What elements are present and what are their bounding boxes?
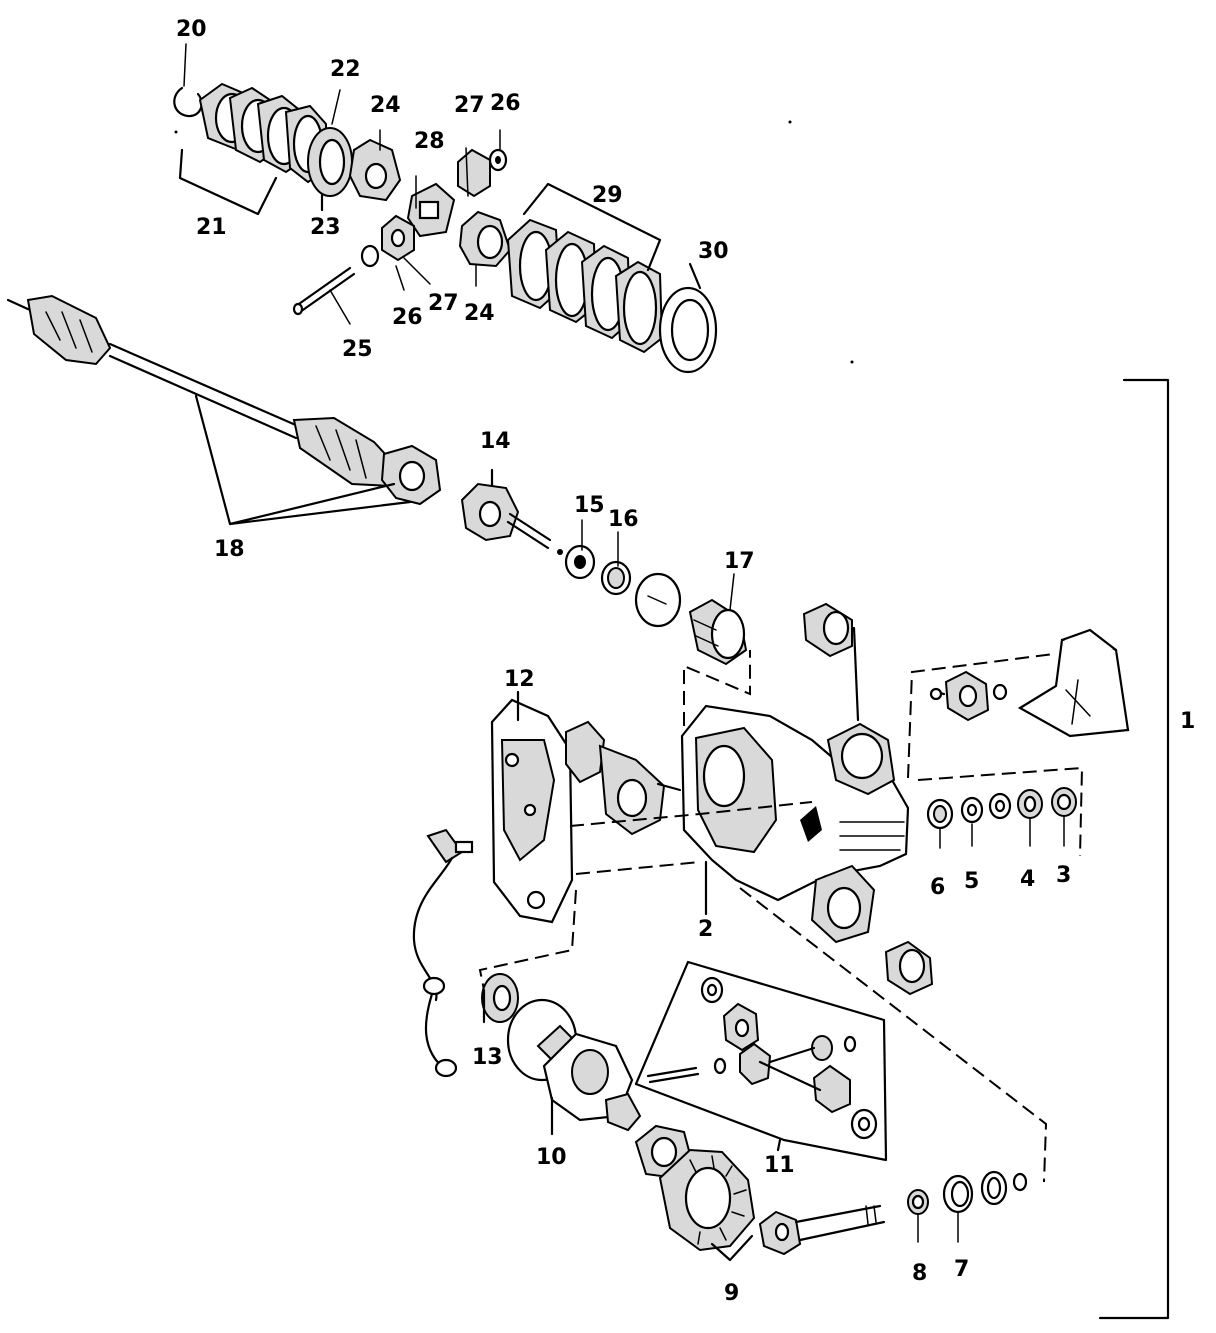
callout-11: 11 (764, 1153, 795, 1178)
callout-5: 5 (964, 869, 979, 894)
mounting-bracket (1017, 628, 1130, 738)
snap-ring-20 (173, 86, 203, 118)
differential-case-10 (506, 998, 642, 1136)
callout-29: 29 (592, 183, 623, 208)
shim-right (988, 792, 1012, 820)
housing-bearing-upper (802, 602, 860, 722)
side-flange-shaft (565, 720, 682, 836)
callout-15: 15 (574, 493, 605, 518)
bearing-race-4 (1017, 789, 1043, 819)
bearing-13 (481, 973, 519, 1024)
callout-7: 7 (954, 1257, 969, 1282)
callout-24-upper: 24 (370, 93, 401, 118)
washer-26-lower (360, 244, 380, 268)
callout-2: 2 (698, 917, 713, 942)
callout-17: 17 (724, 549, 755, 574)
cross-pin-25 (292, 266, 356, 316)
clutch-pack-group (173, 82, 718, 374)
callout-25: 25 (342, 337, 373, 362)
callout-18: 18 (214, 537, 245, 562)
callout-labels: 1 2 3 4 5 6 7 8 9 10 11 12 13 14 15 16 1… (176, 17, 1195, 1306)
bearing-8 (907, 1189, 929, 1215)
callout-12: 12 (504, 667, 535, 692)
callout-28: 28 (414, 129, 445, 154)
callout-22: 22 (330, 57, 361, 82)
callout-24-lower: 24 (464, 301, 495, 326)
callout-20: 20 (176, 17, 207, 42)
output-flange-14 (460, 468, 552, 550)
spider-block-28 (406, 182, 456, 238)
ring-and-pinion-9 (634, 1124, 886, 1262)
scan-specks (174, 120, 854, 364)
washer-26-upper (488, 148, 508, 172)
housing-bearing-lower (884, 940, 934, 996)
assembly-guide-lines (478, 650, 1084, 1183)
clutch-plates-29 (506, 218, 664, 354)
bearing-cup-7 (942, 1174, 974, 1214)
axle-shaft-18 (6, 294, 442, 526)
callout-16: 16 (608, 507, 639, 532)
housing-cover-12 (490, 690, 574, 924)
leader-lines (183, 43, 1065, 1243)
bearing-3 (1051, 787, 1077, 817)
assembly-bracket (1098, 378, 1170, 1320)
pinion-gear-24-lower (458, 210, 512, 268)
differential-housing-2 (680, 704, 910, 944)
pinion-seal (980, 1170, 1028, 1206)
callout-8: 8 (912, 1261, 927, 1286)
pinion-gear-24-upper (348, 138, 402, 202)
callout-3: 3 (1056, 863, 1071, 888)
callout-1: 1 (1180, 709, 1195, 734)
callout-10: 10 (536, 1145, 567, 1170)
pinion-27-upper (457, 148, 491, 198)
snap-ring-30 (658, 286, 718, 374)
callout-30: 30 (698, 239, 729, 264)
callout-6: 6 (930, 875, 945, 900)
callout-14: 14 (480, 429, 511, 454)
bearing-16 (600, 560, 632, 596)
callout-9: 9 (724, 1281, 739, 1306)
callout-13: 13 (472, 1045, 503, 1070)
pinion-27-lower (381, 214, 415, 262)
clutch-plates-21 (198, 82, 327, 184)
callout-4: 4 (1020, 867, 1035, 892)
bearing-17 (688, 598, 748, 666)
o-ring-seal (634, 572, 682, 628)
callout-26-upper: 26 (490, 91, 521, 116)
spider-gear-inset-11 (634, 960, 888, 1162)
callout-27-lower: 27 (428, 291, 459, 316)
callout-27-upper: 27 (454, 93, 485, 118)
callout-26-lower: 26 (392, 305, 423, 330)
seal-6 (926, 798, 954, 830)
speed-sensor-wire (412, 828, 474, 1078)
callout-21: 21 (196, 215, 227, 240)
right-output-flange (929, 670, 1008, 722)
seal-15 (557, 544, 596, 580)
washer-5 (960, 796, 984, 824)
side-gear-22 (307, 127, 353, 197)
callout-23: 23 (310, 215, 341, 240)
